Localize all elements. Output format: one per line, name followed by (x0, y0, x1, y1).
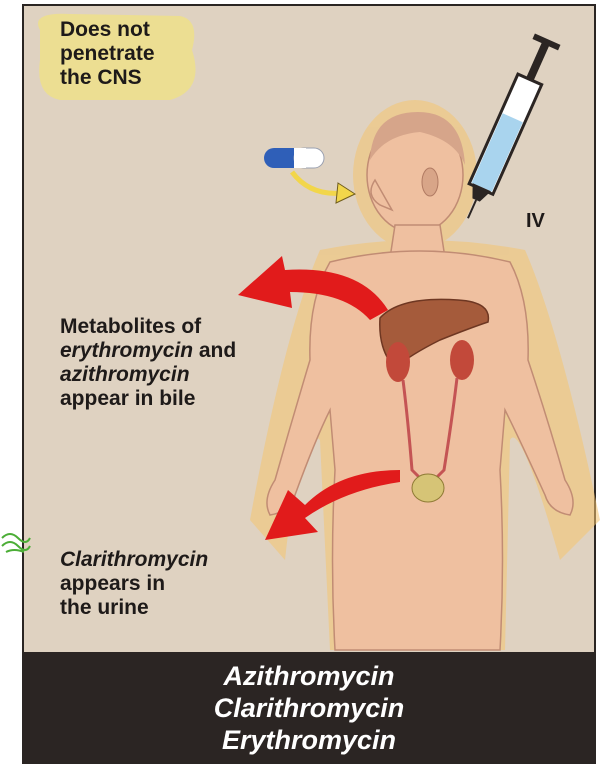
drug-list-banner: Azithromycin Clarithromycin Erythromycin (24, 652, 594, 762)
cns-line-1: Does not (60, 18, 210, 42)
drug-erythromycin: Erythromycin (24, 724, 594, 756)
oral-arrow-head (336, 183, 355, 203)
bile-line-3: azithromycin (60, 363, 290, 387)
bile-line-1: Metabolites of (60, 315, 290, 339)
left-kidney (386, 342, 410, 382)
bile-erythromycin: erythromycin (60, 339, 193, 362)
cns-line-2: penetrate (60, 42, 210, 66)
drug-clarithromycin: Clarithromycin (24, 692, 594, 724)
cns-label: Does not penetrate the CNS (60, 18, 210, 90)
bladder (412, 474, 444, 502)
bile-line-2: erythromycin and (60, 339, 290, 363)
urine-line-1: Clarithromycin (60, 548, 260, 572)
right-kidney (450, 340, 474, 380)
drug-azithromycin: Azithromycin (24, 660, 594, 692)
iv-label: IV (526, 210, 545, 233)
ear (422, 168, 438, 196)
bile-label: Metabolites of erythromycin and azithrom… (60, 315, 290, 411)
oral-arrow (292, 172, 342, 193)
urine-clarithromycin: Clarithromycin (60, 548, 208, 571)
bile-line-4: appear in bile (60, 387, 290, 411)
cns-line-3: the CNS (60, 66, 210, 90)
edge-squiggle (0, 528, 32, 558)
urine-line-2: appears in (60, 572, 260, 596)
urine-line-3: the urine (60, 596, 260, 620)
urine-label: Clarithromycin appears in the urine (60, 548, 260, 620)
capsule-icon (264, 148, 324, 168)
human-body (267, 117, 573, 650)
bile-azithromycin: azithromycin (60, 363, 190, 386)
bile-and: and (193, 339, 236, 362)
